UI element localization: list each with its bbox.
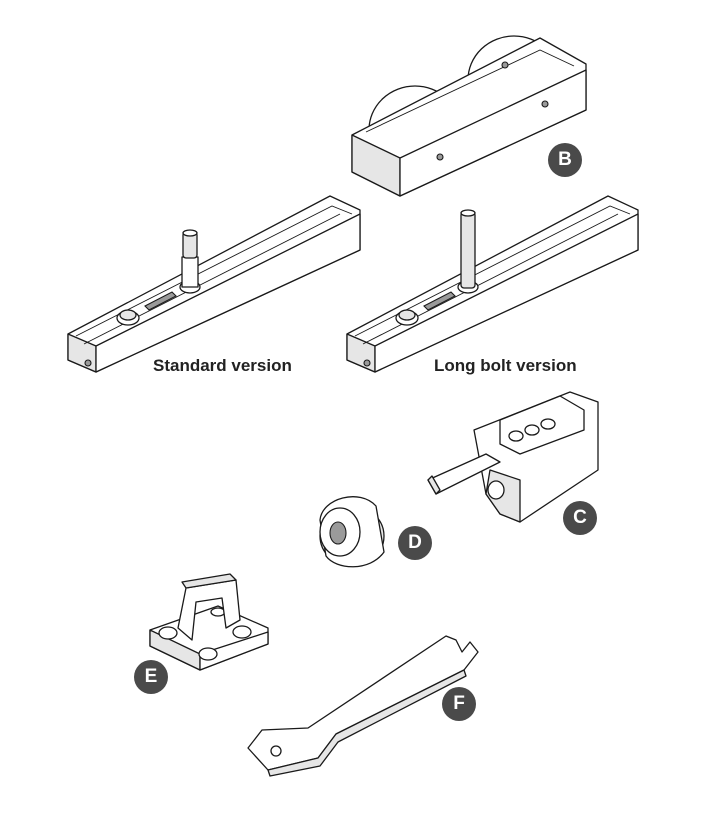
catch-c xyxy=(427,391,599,523)
caption-long-bolt-version: Long bolt version xyxy=(434,356,577,375)
badge-f: F xyxy=(442,687,476,721)
badge-c: C xyxy=(563,501,597,535)
caption-standard-version: Standard version xyxy=(153,356,292,375)
roller-carriage-b xyxy=(351,35,587,197)
wrench-f xyxy=(247,635,479,777)
badge-e: E xyxy=(134,660,168,694)
badge-b: B xyxy=(548,143,582,177)
buffer-d xyxy=(319,496,385,568)
track-long-bolt xyxy=(346,195,639,373)
guide-bracket-e xyxy=(149,573,269,671)
badge-d: D xyxy=(398,526,432,560)
track-standard xyxy=(67,195,361,373)
